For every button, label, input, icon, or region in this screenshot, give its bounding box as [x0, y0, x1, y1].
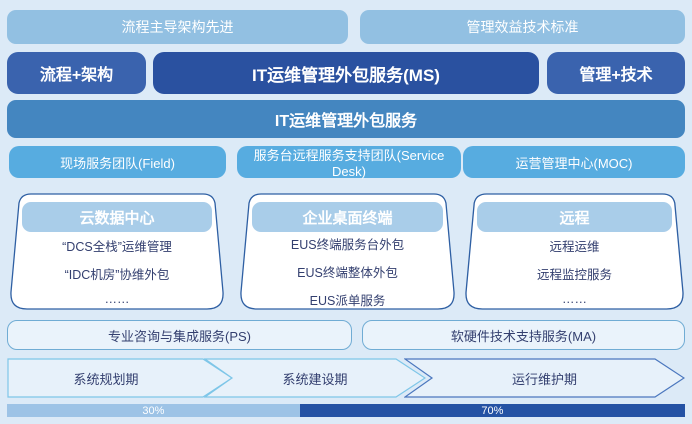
card-enterprise-desktop: 企业桌面终端 EUS终端服务台外包 EUS终端整体外包 EUS派单服务: [239, 193, 456, 310]
chevron-right-icon: [404, 358, 685, 398]
banner-process-architecture: 流程主导架构先进: [7, 10, 348, 44]
card-item: EUS派单服务: [309, 293, 386, 308]
card-item: 远程监控服务: [536, 268, 612, 282]
banner-management-standard: 管理效益技术标准: [360, 10, 685, 44]
card-item: ……: [561, 292, 587, 306]
phase-operation: 运行维护期: [404, 358, 685, 398]
card-remote: 远程 远程运维 远程监控服务 ……: [464, 193, 685, 310]
progress-segment-30: 30%: [7, 404, 300, 417]
card-item: “DCS全栈”运维管理: [62, 240, 172, 254]
support-ps: 专业咨询与集成服务(PS): [7, 320, 352, 350]
phase-label: 系统规划期: [73, 371, 139, 387]
phase-construction: 系统建设期: [204, 358, 426, 398]
card-item: EUS终端整体外包: [297, 265, 398, 280]
phase-label: 系统建设期: [282, 371, 348, 387]
phase-planning: 系统规划期: [7, 358, 233, 398]
card-title-remote: 远程: [477, 202, 672, 232]
card-title-cloud-datacenter: 云数据中心: [21, 202, 213, 232]
card-cloud-datacenter: 云数据中心 “DCS全栈”运维管理 “IDC机房”协维外包 ……: [9, 193, 225, 310]
progress-segment-70: 70%: [299, 404, 685, 417]
support-ma: 软硬件技术支持服务(MA): [362, 320, 685, 350]
main-service-bar: IT运维管理外包服务: [7, 100, 685, 138]
card-title-enterprise-desktop: 企业桌面终端: [252, 202, 443, 232]
pill-it-ms-title: IT运维管理外包服务(MS): [153, 52, 539, 94]
chevron-right-icon: [204, 358, 426, 398]
card-item: “IDC机房”协维外包: [64, 268, 170, 282]
card-item: 远程运维: [549, 240, 600, 254]
phase-label: 运行维护期: [511, 371, 577, 387]
progress-bar: 30% 70%: [7, 404, 685, 417]
card-item: EUS终端服务台外包: [290, 237, 405, 252]
team-field: 现场服务团队(Field): [9, 146, 226, 178]
team-service-desk: 服务台远程服务支持团队(Service Desk): [237, 146, 461, 179]
team-moc: 运营管理中心(MOC): [463, 146, 685, 178]
card-item: ……: [104, 292, 130, 306]
pill-process-architecture: 流程+架构: [7, 52, 146, 94]
pill-management-technology: 管理+技术: [547, 52, 685, 94]
